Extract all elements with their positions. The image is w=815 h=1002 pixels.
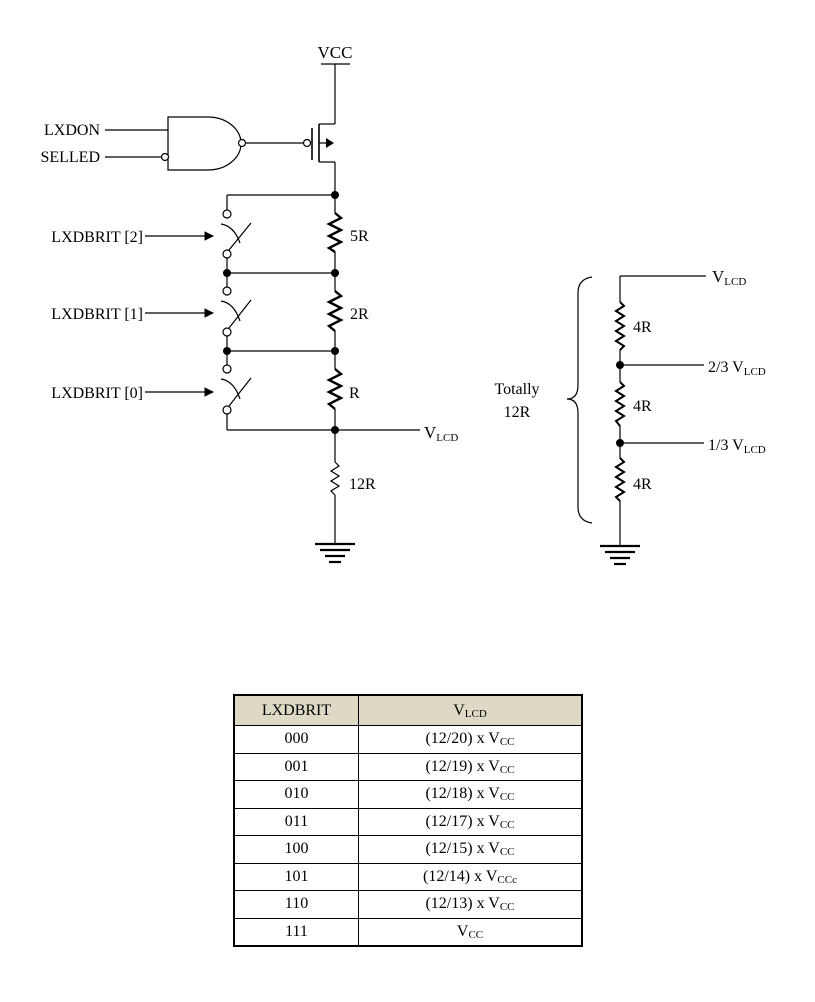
nand-gate bbox=[105, 116, 303, 171]
lxdon-label: LXDON bbox=[44, 122, 100, 139]
table-row: 110 (12/13) x VCC bbox=[233, 890, 583, 919]
value-cell: (12/15) x VCC bbox=[358, 835, 583, 864]
lxdbrit1-label: LXDBRIT [1] bbox=[51, 306, 143, 323]
code-cell: 000 bbox=[233, 725, 359, 754]
lxdbrit2-label: LXDBRIT [2] bbox=[51, 229, 143, 246]
code-cell: 011 bbox=[233, 807, 359, 836]
resistor-2r bbox=[326, 290, 344, 332]
header-lxdbrit: LXDBRIT bbox=[233, 694, 359, 726]
resistor-2r-label: 2R bbox=[350, 306, 369, 323]
table-row: 111 VCC bbox=[233, 917, 583, 947]
resistor-4r-mid bbox=[614, 381, 626, 427]
selled-label: SELLED bbox=[40, 149, 100, 166]
totally-label: Totally bbox=[494, 381, 539, 398]
code-cell: 100 bbox=[233, 835, 359, 864]
code-cell: 101 bbox=[233, 862, 359, 891]
value-cell: (12/20) x VCC bbox=[358, 725, 583, 754]
resistor-r bbox=[326, 368, 344, 410]
table-row: 001 (12/19) x VCC bbox=[233, 752, 583, 781]
code-cell: 111 bbox=[233, 917, 359, 947]
table-row: 010 (12/18) x VCC bbox=[233, 780, 583, 809]
resistor-4r-top bbox=[614, 301, 626, 351]
value-cell: (12/13) x VCC bbox=[358, 890, 583, 919]
vlcd-two-thirds-label: 2/3 VLCD bbox=[708, 359, 766, 378]
r4-bot-label: 4R bbox=[633, 476, 652, 493]
r4-mid-label: 4R bbox=[633, 398, 652, 415]
r4-top-label: 4R bbox=[633, 319, 652, 336]
value-cell: VCC bbox=[358, 917, 583, 947]
vlcd-top-label: VLCD bbox=[712, 267, 746, 288]
code-cell: 010 bbox=[233, 780, 359, 809]
resistor-5r-label: 5R bbox=[350, 228, 369, 245]
code-cell: 001 bbox=[233, 752, 359, 781]
code-cell: 110 bbox=[233, 890, 359, 919]
total-resistance-label: 12R bbox=[504, 404, 531, 421]
switch-0 bbox=[220, 364, 252, 415]
vlcd-one-third-label: 1/3 VLCD bbox=[708, 437, 766, 456]
lxdbrit0-label: LXDBRIT [0] bbox=[51, 385, 143, 402]
table-row: 100 (12/15) x VCC bbox=[233, 835, 583, 864]
vlcd-output-label: VLCD bbox=[424, 423, 458, 444]
resistor-12r-label: 12R bbox=[349, 476, 376, 493]
resistor-5r bbox=[326, 212, 344, 253]
value-cell: (12/18) x VCC bbox=[358, 780, 583, 809]
left-circuit: VCC LXDON SELLED bbox=[40, 43, 458, 564]
right-circuit: 4R 4R 4R VLCD 2/3 VLCD 1/3 VLCD Totally … bbox=[494, 267, 766, 566]
table-row: 011 (12/17) x VCC bbox=[233, 807, 583, 836]
resistor-4r-bot bbox=[614, 457, 626, 502]
vcc-label: VCC bbox=[318, 43, 353, 62]
ground-symbol-left bbox=[315, 542, 355, 564]
table-header-row: LXDBRIT VLCD bbox=[233, 694, 583, 726]
switch-2 bbox=[220, 209, 252, 259]
curly-brace bbox=[566, 276, 593, 524]
resistor-12r bbox=[329, 461, 341, 496]
value-cell: (12/14) x VCCc bbox=[358, 862, 583, 891]
table-row: 000 (12/20) x VCC bbox=[233, 725, 583, 754]
ground-symbol-right bbox=[600, 544, 640, 566]
header-vlcd: VLCD bbox=[358, 694, 583, 726]
vlcd-lookup-table: LXDBRIT VLCD 000 (12/20) x VCC 001 (12/1… bbox=[233, 694, 583, 947]
resistor-r-label: R bbox=[349, 385, 360, 402]
switch-1 bbox=[220, 286, 252, 337]
value-cell: (12/17) x VCC bbox=[358, 807, 583, 836]
value-cell: (12/19) x VCC bbox=[358, 752, 583, 781]
table-row: 101 (12/14) x VCCc bbox=[233, 862, 583, 891]
pmos-transistor bbox=[302, 123, 336, 195]
